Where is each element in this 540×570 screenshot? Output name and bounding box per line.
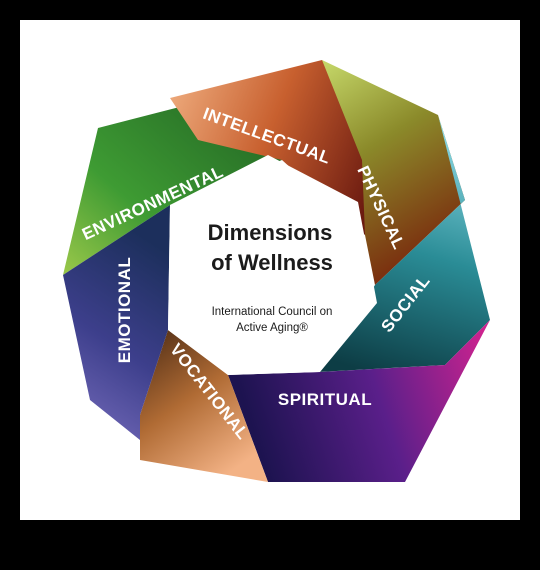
wellness-heptagon-diagram: Dimensions of Wellness International Cou… [63,60,490,482]
org-name-line1: International Council on [212,306,333,318]
band-emotional [63,205,170,440]
org-name-line2: Active Aging® [236,322,308,334]
diagram-title-line2: of Wellness [211,250,333,275]
diagram-title-line1: Dimensions [208,220,333,245]
band-physical [322,60,465,285]
center-panel [168,155,377,375]
label-spiritual: SPIRITUAL [278,390,372,409]
image-frame: Dimensions of Wellness International Cou… [20,20,520,520]
band-spiritual [228,320,490,482]
label-emotional: EMOTIONAL [115,257,134,364]
band-vocational [140,330,268,482]
